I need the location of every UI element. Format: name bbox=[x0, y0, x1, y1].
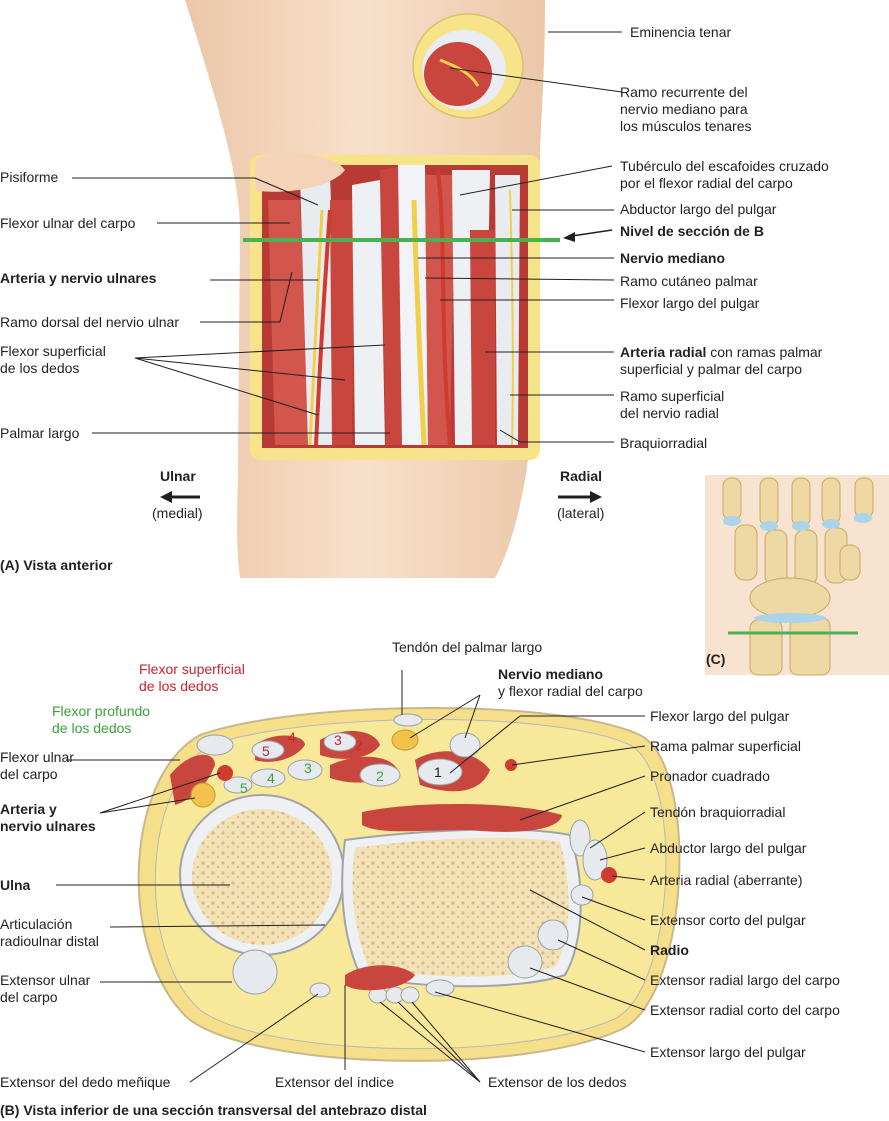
label-arteria-nervio-ulnares-b-2: nervio ulnares bbox=[0, 818, 96, 834]
label-medial: (medial) bbox=[152, 505, 203, 521]
label-arteria-radial-a-2: superficial y palmar del carpo bbox=[620, 361, 803, 377]
label-flexor-superficial-a-2: de los dedos bbox=[0, 360, 80, 376]
tendon-number: 4 bbox=[267, 770, 275, 786]
label-nervio-mediano-b-1: Nervio mediano bbox=[498, 666, 604, 682]
direction-arrows bbox=[160, 229, 613, 503]
label-articulacion-2: radioulnar distal bbox=[0, 933, 99, 949]
label-flexor-largo-pulgar-b: Flexor largo del pulgar bbox=[650, 708, 790, 724]
tendon-number: 1 bbox=[434, 764, 442, 780]
label-flexor-ulnar-b-2: del carpo bbox=[0, 766, 58, 782]
label-extensor-dedos: Extensor de los dedos bbox=[488, 1074, 627, 1090]
label-ramo-recurrente-1: Ramo recurrente del bbox=[620, 84, 748, 100]
label-tuberculo-1: Tubérculo del escafoides cruzado bbox=[620, 158, 829, 174]
label-extensor-radial-corto: Extensor radial corto del carpo bbox=[650, 1002, 840, 1018]
label-articulacion-1: Articulación bbox=[0, 916, 73, 932]
label-flexor-ulnar-b-1: Flexor ulnar bbox=[0, 749, 74, 765]
label-nervio-mediano-a: Nervio mediano bbox=[620, 250, 726, 266]
label-ramo-superficial-2: del nervio radial bbox=[620, 405, 719, 421]
label-extensor-ulnar-2: del carpo bbox=[0, 989, 58, 1005]
label-palmar-largo: Palmar largo bbox=[0, 425, 80, 441]
tendon-number: 4 bbox=[288, 729, 296, 745]
cross-section bbox=[137, 707, 681, 1062]
tendon-number: 5 bbox=[240, 780, 248, 796]
label-flexor-ulnar-a: Flexor ulnar del carpo bbox=[0, 215, 136, 231]
label-ulnar: Ulnar bbox=[160, 468, 196, 484]
label-ramo-recurrente-2: nervio mediano para bbox=[620, 101, 748, 117]
label-ramo-cutaneo: Ramo cutáneo palmar bbox=[620, 273, 758, 289]
label-tendon-braquio: Tendón braquiorradial bbox=[650, 804, 786, 820]
label-flexor-superficial-a-1: Flexor superficial bbox=[0, 343, 106, 359]
label-tendon-palmar-largo: Tendón del palmar largo bbox=[392, 639, 543, 655]
label-c: (C) bbox=[706, 651, 726, 667]
label-nivel-seccion: Nivel de sección de B bbox=[620, 223, 764, 239]
label-lateral: (lateral) bbox=[557, 505, 605, 521]
label-extensor-indice: Extensor del índice bbox=[275, 1074, 395, 1090]
label-arteria-nervio-ulnares-b-1: Arteria y bbox=[0, 801, 57, 817]
label-radial: Radial bbox=[560, 468, 603, 484]
label-pisiforme: Pisiforme bbox=[0, 169, 59, 185]
forearm-anterior bbox=[185, 0, 560, 578]
label-extensor-menique: Extensor del dedo meñique bbox=[0, 1074, 171, 1090]
label-arteria-nervio-ulnares-a: Arteria y nervio ulnares bbox=[0, 270, 157, 286]
label-extensor-radial-largo: Extensor radial largo del carpo bbox=[650, 972, 840, 988]
label-ramo-superficial-1: Ramo superficial bbox=[620, 388, 725, 404]
label-extensor-largo-pulgar: Extensor largo del pulgar bbox=[650, 1044, 806, 1060]
label-extensor-corto: Extensor corto del pulgar bbox=[650, 912, 806, 928]
label-flexor-profundo-b-1: Flexor profundo bbox=[52, 703, 151, 719]
tendon-number: 2 bbox=[355, 737, 363, 753]
label-flexor-largo-pulgar-a: Flexor largo del pulgar bbox=[620, 295, 760, 311]
hand-inset bbox=[705, 475, 889, 676]
leader-lines-a bbox=[72, 31, 623, 443]
pronator-quadratus bbox=[362, 804, 562, 832]
label-arteria-radial-b: Arteria radial (aberrante) bbox=[650, 872, 803, 888]
label-flexor-profundo-b-2: de los dedos bbox=[52, 720, 132, 736]
label-pronador: Pronador cuadrado bbox=[650, 768, 770, 784]
label-flexor-superficial-b-1: Flexor superficial bbox=[139, 661, 245, 677]
label-arteria-radial-a-1: Arteria radial con ramas palmar bbox=[620, 344, 823, 360]
leader-lines-b bbox=[56, 670, 646, 1083]
label-vista-anterior: (A) Vista anterior bbox=[0, 557, 113, 573]
label-radio: Radio bbox=[650, 942, 689, 958]
label-extensor-ulnar-1: Extensor ulnar bbox=[0, 972, 91, 988]
label-braquiorradial: Braquiorradial bbox=[620, 435, 708, 451]
label-vista-inferior: (B) Vista inferior de una sección transv… bbox=[0, 1102, 427, 1118]
label-abductor-largo-a: Abductor largo del pulgar bbox=[620, 201, 777, 217]
label-eminencia-tenar: Eminencia tenar bbox=[630, 24, 732, 40]
label-ramo-dorsal: Ramo dorsal del nervio ulnar bbox=[0, 314, 179, 330]
label-flexor-superficial-b-2: de los dedos bbox=[139, 678, 219, 694]
label-tuberculo-2: por el flexor radial del carpo bbox=[620, 175, 793, 191]
label-nervio-mediano-b-2: y flexor radial del carpo bbox=[498, 683, 643, 699]
tendon-number: 3 bbox=[334, 732, 342, 748]
label-rama-palmar: Rama palmar superficial bbox=[650, 738, 801, 754]
label-ulna: Ulna bbox=[0, 877, 31, 893]
tendon-number: 2 bbox=[376, 768, 384, 784]
tendon-number: 5 bbox=[262, 743, 270, 759]
label-abductor-largo-b: Abductor largo del pulgar bbox=[650, 840, 807, 856]
tendon-number: 3 bbox=[304, 760, 312, 776]
label-ramo-recurrente-3: los músculos tenares bbox=[620, 118, 752, 134]
